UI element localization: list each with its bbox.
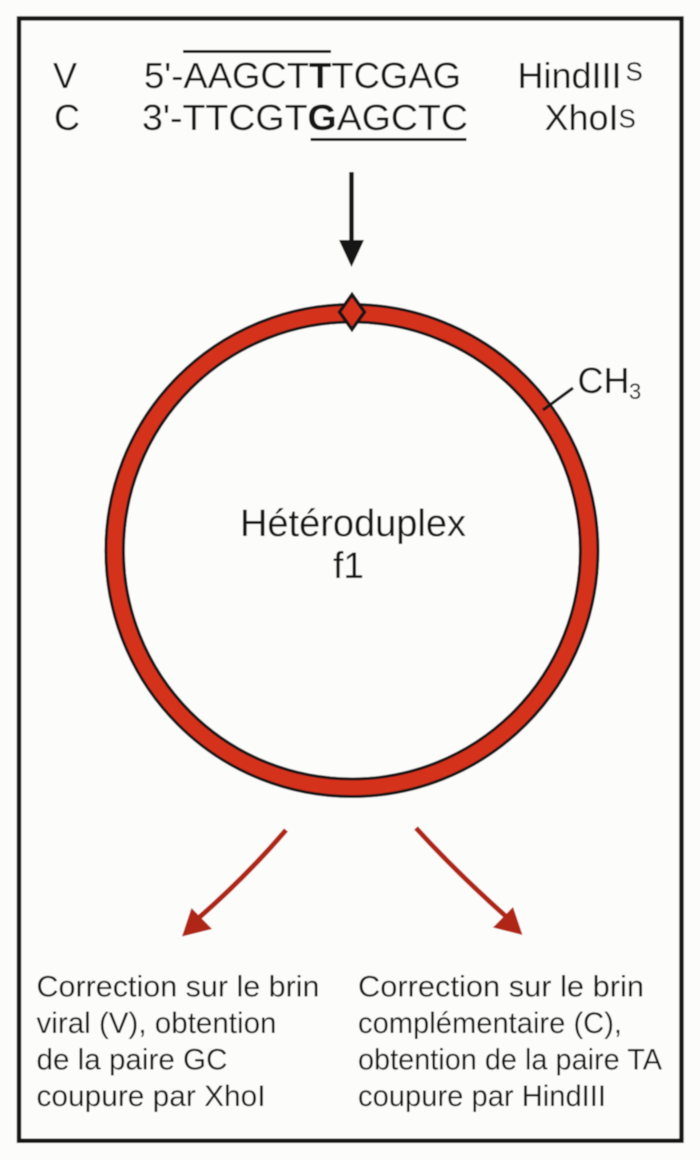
svg-text:XhoI: XhoI bbox=[545, 97, 619, 138]
svg-text:HindIII: HindIII bbox=[518, 55, 622, 96]
svg-text:CH: CH bbox=[578, 360, 630, 401]
svg-text:de la paire GC: de la paire GC bbox=[37, 1044, 228, 1077]
svg-text:viral (V), obtention: viral (V), obtention bbox=[37, 1007, 277, 1040]
svg-text:coupure par XhoI: coupure par XhoI bbox=[37, 1080, 266, 1113]
svg-text:Correction sur le brin: Correction sur le brin bbox=[358, 971, 644, 1004]
svg-text:S: S bbox=[619, 104, 636, 134]
svg-text:S: S bbox=[626, 57, 643, 87]
svg-text:complémentaire (C),: complémentaire (C), bbox=[358, 1007, 622, 1040]
svg-text:obtention de la paire TA: obtention de la paire TA bbox=[358, 1044, 662, 1077]
svg-text:3: 3 bbox=[629, 379, 641, 404]
svg-text:C: C bbox=[54, 97, 80, 138]
svg-text:Correction sur le brin: Correction sur le brin bbox=[37, 971, 320, 1004]
svg-text:V: V bbox=[53, 55, 77, 96]
svg-text:Hétéroduplex: Hétéroduplex bbox=[240, 503, 466, 545]
svg-text:5'-AAGCTTTCGAG: 5'-AAGCTTTCGAG bbox=[144, 55, 461, 96]
svg-text:coupure par HindIII: coupure par HindIII bbox=[358, 1080, 606, 1113]
svg-text:f1: f1 bbox=[333, 545, 364, 586]
